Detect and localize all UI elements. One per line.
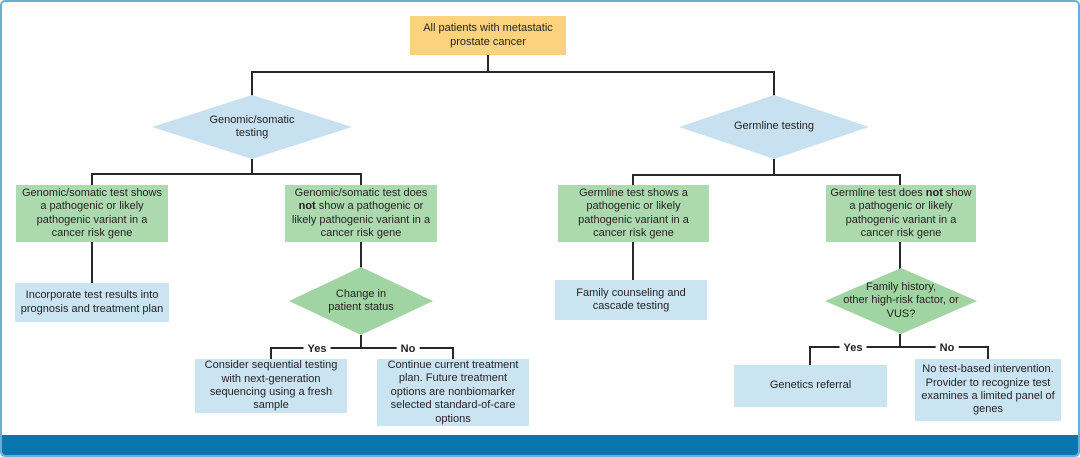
connector-to-germline-positive: [632, 174, 634, 186]
decision-germline-testing: Germline testing: [679, 95, 869, 159]
connector-to-no-test: [987, 346, 989, 360]
connector-to-change-diamond: [360, 242, 362, 268]
node-family-counseling: Family counseling and cascade testing: [555, 280, 707, 320]
connector-to-genomic-positive: [91, 173, 93, 186]
connector-to-germline-diamond: [773, 71, 775, 96]
connector-to-family-counseling: [632, 242, 634, 281]
text-part-bold: not: [925, 186, 943, 199]
connector-to-genomic-negative: [360, 173, 362, 186]
node-text: Continue current treatment plan. Future …: [387, 358, 519, 425]
node-genomic-test-negative: Genomic/somatic test does not show a pat…: [285, 185, 437, 242]
label-no-change: No: [396, 343, 420, 355]
connector-change-split: [270, 347, 454, 349]
connector-root-down: [487, 55, 489, 72]
connector-to-genetics-referral: [809, 346, 811, 366]
decision-change-in-patient-status: Change in patient status: [289, 267, 433, 335]
node-genomic-test-positive: Genomic/somatic test shows a pathogenic …: [16, 185, 168, 242]
node-text: Germline test shows a pathogenic or like…: [578, 186, 689, 239]
node-incorporate-results: Incorporate test results into prognosis …: [15, 283, 169, 322]
node-genetics-referral: Genetics referral: [734, 365, 887, 407]
connector-germline-split: [632, 174, 901, 176]
connector-to-germline-negative: [899, 174, 901, 186]
label-yes-change: Yes: [303, 343, 331, 355]
text-part: show a pathogenic or likely pathogenic v…: [845, 186, 972, 239]
node-text: Family counseling and cascade testing: [576, 286, 686, 312]
node-text: Genetics referral: [769, 379, 852, 392]
connector-to-incorporate: [91, 242, 93, 284]
label-yes-history: Yes: [839, 342, 867, 354]
connector-to-history-diamond: [899, 242, 901, 269]
node-text: Family history, other high-risk factor, …: [843, 280, 959, 320]
node-text: Germline testing: [733, 120, 815, 133]
node-text: Genomic/somatic test shows a pathogenic …: [22, 186, 162, 239]
connector-top-split: [251, 71, 775, 73]
connector-germline-down: [773, 159, 775, 175]
label-no-history: No: [935, 342, 959, 354]
node-text: Change in patient status: [328, 287, 394, 313]
node-germline-test-positive: Germline test shows a pathogenic or like…: [558, 185, 709, 242]
node-germline-test-negative: Germline test does not show a pathogenic…: [826, 185, 976, 242]
connector-genomic-down: [251, 159, 253, 174]
text-part: Germline test does: [830, 186, 926, 199]
node-text: Incorporate test results into prognosis …: [20, 289, 164, 315]
text-part: Genomic/somatic test does: [294, 186, 428, 199]
connector-to-consider: [270, 347, 272, 360]
bottom-accent-bar: [2, 435, 1078, 455]
connector-change-down: [360, 335, 362, 349]
node-text: Germline test does not show a pathogenic…: [830, 187, 971, 241]
node-text: No test-based intervention. Provider to …: [921, 363, 1055, 416]
connector-to-continue: [452, 347, 454, 360]
node-text: Genomic/somatic testing: [209, 113, 295, 139]
node-no-test-based-intervention: No test-based intervention. Provider to …: [915, 359, 1061, 421]
node-consider-sequential-testing: Consider sequential testing with next-ge…: [195, 359, 347, 413]
node-all-patients: All patients with metastatic prostate ca…: [410, 16, 566, 55]
text-part: show a pathogenic or likely pathogenic v…: [291, 200, 431, 239]
connector-genomic-split: [91, 173, 362, 175]
node-text: All patients with metastatic prostate ca…: [423, 22, 553, 48]
node-text: Genomic/somatic test does not show a pat…: [292, 187, 430, 241]
decision-family-history-vus: Family history, other high-risk factor, …: [825, 268, 977, 334]
node-text: Consider sequential testing with next-ge…: [204, 359, 338, 412]
connector-history-down: [899, 334, 901, 348]
connector-history-split: [809, 346, 989, 348]
node-continue-current-treatment: Continue current treatment plan. Future …: [377, 359, 529, 426]
text-part-bold: not: [298, 200, 316, 213]
decision-genomic-somatic-testing: Genomic/somatic testing: [152, 95, 352, 159]
connector-to-genomic-diamond: [251, 71, 253, 96]
